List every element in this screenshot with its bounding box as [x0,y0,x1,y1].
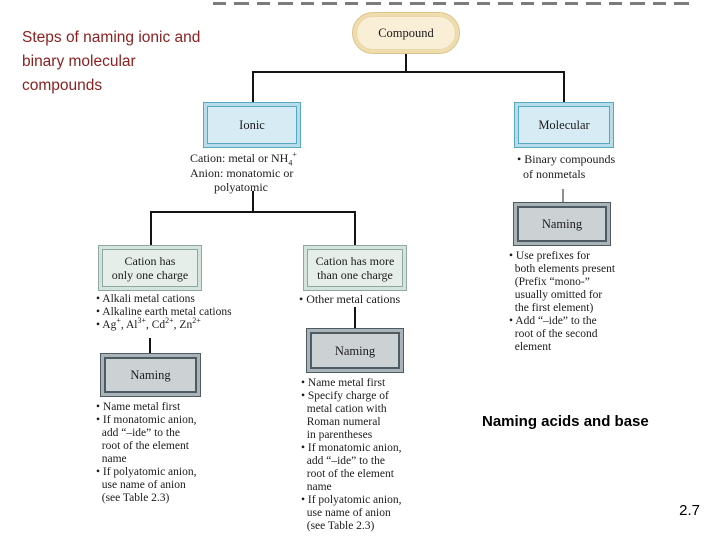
connector-one-charge-naming [149,338,151,354]
flowchart-node-molecular: Molecular [514,102,614,148]
multi-charge-bullets: • Other metal cations [299,292,401,306]
naming-molecular-bullets: • Use prefixes for both elements present… [509,250,616,353]
naming-multi-charge-bullets: • Name metal first • Specify charge of m… [301,377,402,532]
connector-molecular-naming [562,189,564,204]
flowchart-node-multi-charge: Cation has more than one charge [303,245,407,291]
ionic-note: Cation: metal or NH4+ Anion: monatomic o… [190,150,297,195]
connector-ionic-stem [252,191,254,213]
node-label-naming-multi-charge: Naming [310,332,400,369]
section-label: Naming acids and base [482,413,649,430]
node-label-ionic: Ionic [207,106,297,144]
node-label-one-charge: Cation has only one charge [102,249,198,287]
node-label-compound: Compound [356,16,456,50]
flowchart-node-compound: Compound [352,12,460,54]
connector-multi-charge-naming [354,307,356,329]
connector-compound-stem [405,54,407,73]
flowchart-node-ionic: Ionic [203,102,301,148]
connector-to-multi-charge [354,211,356,246]
connector-ionic-split [150,211,356,213]
cropped-text-remnant [213,2,695,5]
node-label-molecular: Molecular [518,106,610,144]
flowchart-node-one-charge: Cation has only one charge [98,245,202,291]
node-label-naming-one-charge: Naming [104,357,197,393]
flowchart-node-naming-one-charge: Naming [100,353,201,397]
molecular-note: • Binary compounds of nonmetals [517,152,616,181]
one-charge-bullets: • Alkali metal cations • Alkaline earth … [96,293,232,331]
node-label-naming-molecular: Naming [517,206,607,242]
flowchart-node-naming-multi-charge: Naming [306,328,404,373]
node-label-multi-charge: Cation has more than one charge [307,249,403,287]
page-number: 2.7 [679,502,700,519]
naming-one-charge-bullets: • Name metal first • If monatomic anion,… [96,401,197,504]
connector-to-ionic [252,71,254,103]
flowchart-node-naming-molecular: Naming [513,202,611,246]
connector-to-molecular [563,71,565,103]
connector-compound-split [252,71,565,73]
connector-to-one-charge [150,211,152,246]
slide-title: Steps of naming ionic and binary molecul… [22,29,201,94]
